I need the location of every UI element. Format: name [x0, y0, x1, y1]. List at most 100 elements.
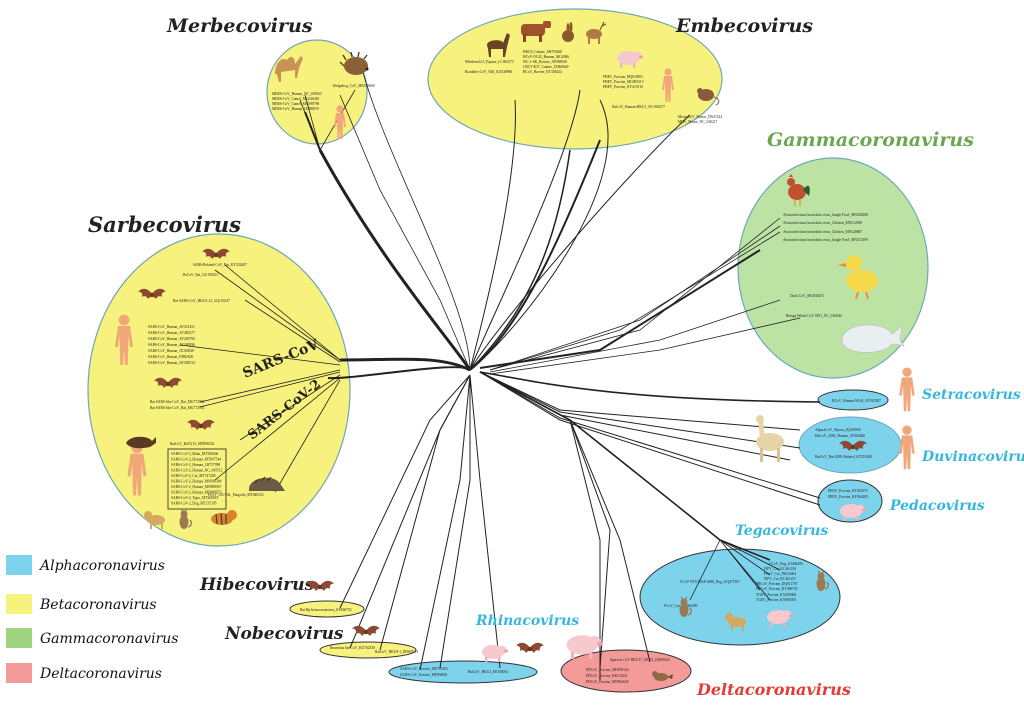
leaf-label: SADS-CoV_Porcine_MF094681 [400, 673, 448, 677]
leaf-label: Rousettus bat CoV_KU762338 [330, 646, 375, 650]
leaf-label: Duck CoV_MG830473 [790, 294, 824, 298]
deltacoronavirus-label: Deltacoronavirus [696, 680, 851, 699]
leaf-label: SARS-CoV_Human_JX163928 [148, 349, 194, 353]
duck-icon [838, 255, 878, 300]
leaf-label: HuCoV_229E_Human_AF304460 [815, 434, 865, 438]
leaf-label: TGEV_Porcine_KX499468 [756, 593, 796, 597]
cow-icon [521, 21, 551, 42]
leaf-label: SARS-CoV-2_Tiger_MT365033 [171, 496, 218, 500]
leaf-label: HKU9_Canine_AB750260 [523, 50, 562, 54]
gamma-leaves: Avian infectious bronchitis virus_Jungle… [783, 213, 868, 318]
leaf-label: MouseCoV_Mouse_FJ647224 [678, 115, 722, 119]
leaf-label: MERS-CoV_Human_NC_019843 [272, 92, 322, 96]
leaf-label: PHEV_Porcine_KY419110 [603, 85, 643, 89]
setracovirus-ellipse [817, 389, 889, 411]
sarbecovirus-ellipse [87, 233, 351, 547]
gammacoronavirus-ellipse [737, 157, 929, 379]
leaf-label: SARS-CoV-2_Human_MT007544 [171, 458, 221, 462]
leaf-label: PDCoV_Porcine_MH708124 [586, 668, 629, 672]
legend-swatch-alpha [6, 555, 32, 575]
leaf-label: PDCoV_Porcine_KR131621 [586, 674, 628, 678]
leaf-label: Avian infectious bronchitis virus_Jungle… [783, 238, 868, 242]
leaf-label: PHEV_Porcine_MG905315 [603, 80, 644, 84]
duvinacovirus-label: Duvinacovirus [921, 449, 1024, 465]
leaf-label: CRCV-K37_Canine_JX860640 [523, 65, 569, 69]
embecovirus-label: Embecovirus [675, 15, 813, 37]
whale-icon [841, 324, 905, 353]
leaf-label: BatCoV_HKU9-1_EF065513 [375, 650, 418, 654]
merbecovirus-label: Merbecovirus [166, 15, 313, 37]
leaf-label: MHV_Mouse_NC_048217 [678, 120, 718, 124]
leaf-label: SADS-CoV_Porcine_MF370205 [400, 667, 448, 671]
leaf-label: PDCoV_Porcine_MN942645 [586, 680, 629, 684]
pangolin-icon [249, 476, 285, 491]
legend-label-gamma: Gammacoronavirus [40, 631, 178, 647]
leaf-label: SARS-CoV_Human_AY390596 [148, 343, 195, 347]
leaf-label: SARS-CoV-2_Mink_MT396266 [171, 452, 218, 456]
leaf-label: Beluga Whale CoV SW1_NC_010646 [786, 314, 842, 318]
leaf-label: SARS-CoV-2_Human_NC_045512 [171, 469, 223, 473]
tiger-icon [211, 510, 237, 526]
human-icon [899, 367, 915, 412]
pedacovirus-ellipse [817, 479, 883, 523]
hedgehog-icon [339, 51, 369, 75]
sarbecovirus-label: Sarbecovirus [88, 212, 241, 237]
leaf-label: PCoV_GX-P4L_Pangolin_MT040333 [208, 493, 264, 497]
leaf-label: HCoV-OC43_Human_MG2086 [523, 55, 569, 59]
leaf-label: Whithers22.5_Equine_LC061273 [465, 60, 514, 64]
legend-label-alpha: Alphacoronavirus [38, 558, 165, 574]
pig-icon [482, 645, 508, 662]
leaf-label: TGEV_Porcine_KX900393 [756, 598, 796, 602]
bat-icon [352, 625, 380, 636]
leaf-label: WL-1-SK_Bovine_AF058940 [523, 60, 567, 64]
network-branches [179, 59, 821, 680]
leaf-label: SARS-CoV_Human_AY351451 [148, 325, 195, 329]
nobecovirus-ellipse [319, 641, 417, 659]
leaf-label: BatCoV_HKU2_EF203064 [468, 670, 508, 674]
leaf-label: Bat Hp-betacoronavirus_KF636752 [300, 608, 352, 612]
leaf-label: HuCoV_Human-HKU1_NC-006577 [612, 105, 665, 109]
deltacoronavirus-ellipse [560, 649, 692, 693]
leaf-label: SARS-CoV_Human_AY283794 [148, 337, 195, 341]
rhinacovirus-ellipse [388, 660, 538, 684]
leaf-label: RsCoV_Bat_GU190215 [183, 273, 218, 277]
leaf-label: MERS-CoV_Human_JX869059 [272, 107, 319, 111]
nobecovirus-label: Nobecovirus [224, 624, 344, 644]
leaf-label: Bat SARS-like CoV_Bat_MG772934 [150, 400, 205, 404]
mouse-icon [697, 88, 720, 106]
leaf-label: PHEV_Porcine_HQ010001 [603, 75, 643, 79]
leaf-label: Hedgehog_CoV_MK679660 [333, 84, 375, 88]
leaf-label: HCoV_Human-NL63_AY567487 [832, 399, 881, 403]
leaf-label: Roaddeer CoV_NiK_KX538966 [465, 70, 512, 74]
leaf-label: CCoV-NTU336/F/2008_Dog_GQ477367 [680, 580, 740, 584]
deer-icon [586, 21, 607, 44]
leaf-label: PRCoV_Porcine_KY406735 [756, 587, 798, 591]
leaf-label: SARS-CoV-2_Human_MN938384 [171, 480, 222, 484]
leaf-label: PEDV_Porcine_KT323979 [828, 489, 868, 493]
rabbit-icon [562, 22, 574, 42]
human-icon [899, 425, 915, 470]
leaf-label: SARS-CoV-2_Human_MN908973 [171, 491, 222, 495]
bottom-leaves: Bat Hp-betacoronavirus_KF636752 Rousettu… [300, 608, 670, 684]
tegacovirus-label: Tegacovirus [735, 523, 828, 539]
legend-label-delta: Deltacoronavirus [39, 666, 162, 682]
alpaca-icon [756, 415, 784, 462]
hibecovirus-ellipse [289, 600, 365, 618]
leaf-label: SARS-CoV-2_Human_LR757998 [171, 463, 220, 467]
leaf-label: SARS-CoV_Human_AY508724 [148, 361, 195, 365]
sars-cov-2-box [167, 448, 227, 510]
tegacovirus-ellipse [639, 548, 841, 646]
leaf-label: SARS-CoV-2_Cat_MT747438 [171, 474, 216, 478]
sarbecovirus-leaves: SARS-Related-CoV_Bat_KY352407 RsCoV_Bat_… [148, 263, 264, 497]
legend-label-beta: Betacoronavirus [39, 597, 157, 613]
leaf-label: MERS-CoV_Camel_MG520481 [272, 97, 320, 101]
leaf-label: BCoV_Bovine_KT339424 [523, 70, 562, 74]
pedacovirus-label: Pedacovirus [889, 498, 985, 514]
leaf-label: Sparrow CoV HKU17_ISU72_JQ065043 [610, 658, 670, 662]
leaf-label: FCoV_Cat_JN634064 [764, 572, 796, 576]
camel-icon [275, 56, 303, 82]
leaf-label: PEDV_Porcine_KY864283 [828, 495, 868, 499]
sparrow-icon [652, 671, 673, 681]
